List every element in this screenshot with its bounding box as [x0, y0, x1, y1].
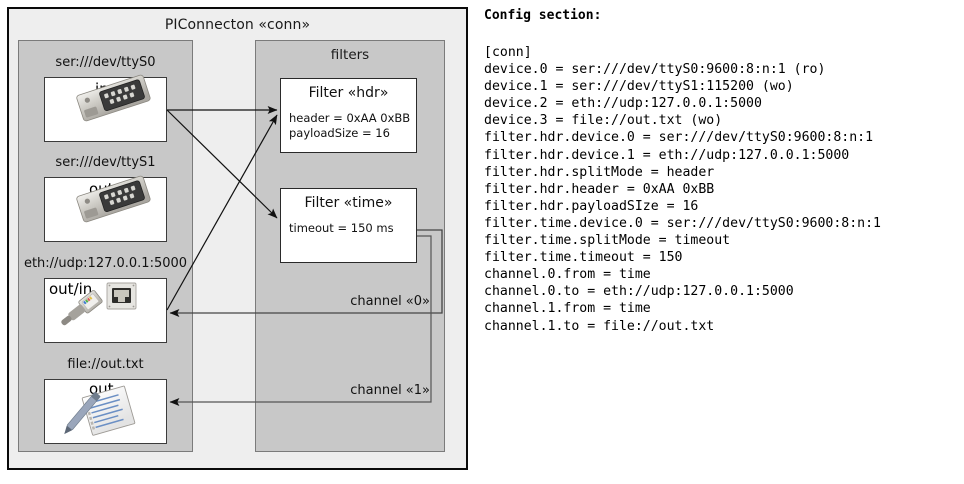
- device-io-eth: out/in: [49, 280, 93, 298]
- filter-card-time[interactable]: Filter «time» timeout = 150 ms: [280, 188, 417, 263]
- channel-label-1: channel «1»: [350, 383, 430, 398]
- filters-group-title: filters: [330, 47, 370, 63]
- device-io-ttys1: out: [89, 180, 114, 198]
- channel-label-0: channel «0»: [350, 294, 430, 309]
- device-io-ttys0: in: [95, 80, 109, 98]
- config-text: [conn] device.0 = ser:///dev/ttyS0:9600:…: [484, 45, 881, 334]
- filter-properties-time: timeout = 150 ms: [289, 221, 394, 235]
- device-io-file: out: [89, 380, 114, 398]
- device-label-eth: eth://udp:127.0.0.1:5000: [23, 256, 188, 271]
- filter-title-hdr: Filter «hdr»: [308, 85, 389, 101]
- architecture-diagram: PIConnecton «conn» ser:///dev/ttyS0 in s…: [0, 0, 478, 484]
- config-section: Config section: [conn] device.0 = ser://…: [482, 0, 964, 484]
- page-title: PIConnecton «conn»: [164, 17, 311, 33]
- filter-card-hdr[interactable]: Filter «hdr» header = 0xAA 0xBB payloadS…: [280, 78, 417, 153]
- filter-title-time: Filter «time»: [304, 195, 393, 211]
- filter-properties-hdr: header = 0xAA 0xBB payloadSize = 16: [289, 111, 411, 140]
- device-label-ttys1: ser:///dev/ttyS1: [55, 155, 156, 170]
- config-heading: Config section:: [484, 8, 602, 23]
- device-label-file: file://out.txt: [67, 357, 144, 372]
- device-label-ttys0: ser:///dev/ttyS0: [55, 55, 156, 70]
- device-box-eth[interactable]: [44, 278, 167, 343]
